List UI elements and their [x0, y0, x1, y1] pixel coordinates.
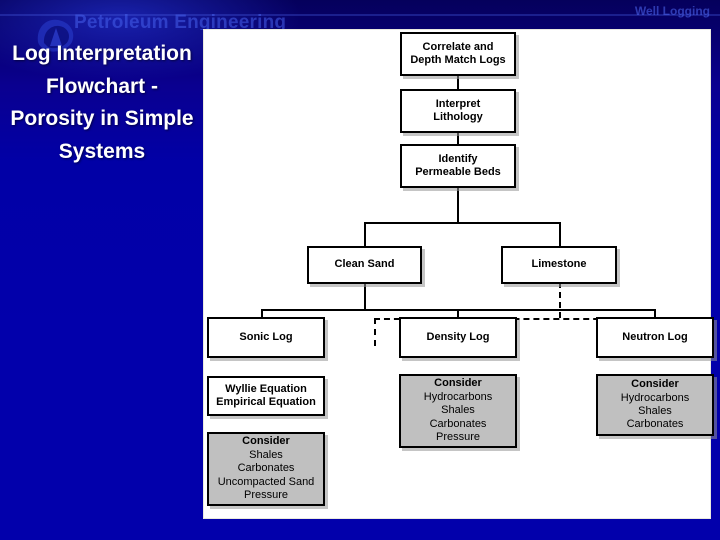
node-line: Sonic Log — [239, 330, 293, 343]
node-line: Clean Sand — [334, 258, 395, 271]
node-line: Shales — [441, 404, 475, 417]
node-header: Consider — [434, 377, 482, 390]
edge-permeable-down — [457, 187, 459, 223]
flowchart: Correlate and Depth Match Logs Interpret… — [204, 30, 714, 518]
node-line: Identify — [438, 152, 478, 165]
node-line: Carbonates — [626, 418, 684, 431]
node-line: Uncompacted Sand — [217, 475, 315, 488]
node-line: Limestone — [531, 258, 587, 271]
edge-bus-top — [364, 222, 561, 224]
masthead-brand: Petroleum Engineering — [74, 12, 287, 30]
node-line: Permeable Beds — [415, 166, 501, 178]
node-line: Hydrocarbons — [423, 390, 493, 403]
node-clean-sand[interactable]: Clean Sand — [307, 246, 422, 284]
node-line: Shales — [249, 448, 283, 461]
node-sonic-log[interactable]: Sonic Log — [207, 317, 325, 358]
node-line: Interpret — [435, 97, 481, 110]
edge-bus-cleansand — [364, 222, 366, 248]
node-header: Consider — [242, 435, 290, 448]
node-density-log[interactable]: Density Log — [399, 317, 517, 358]
node-wyllie-equation[interactable]: Wyllie Equation Empirical Equation — [207, 376, 325, 416]
edge-bus-limestone — [559, 222, 561, 248]
node-line: Density Log — [426, 330, 490, 343]
node-line: Lithology — [433, 111, 483, 123]
node-identify-permeable-beds[interactable]: Identify Permeable Beds — [400, 144, 516, 188]
node-correlate-depth-match-logs[interactable]: Correlate and Depth Match Logs — [400, 32, 516, 76]
node-line: Carbonates — [429, 417, 487, 430]
edge-limestone-dashed-down — [559, 282, 561, 318]
node-line: Hydrocarbons — [620, 391, 690, 404]
masthead-right-label: Well Logging — [634, 4, 710, 18]
petroleum-logo-icon — [37, 19, 74, 52]
node-line: Pressure — [243, 489, 289, 502]
node-consider-neutron[interactable]: Consider Hydrocarbons Shales Carbonates — [596, 374, 714, 436]
node-neutron-log[interactable]: Neutron Log — [596, 317, 714, 358]
node-header: Consider — [631, 378, 679, 391]
edge-cleansand-down — [364, 282, 366, 310]
node-line: Empirical Equation — [216, 396, 316, 408]
node-line: Correlate and — [422, 40, 494, 53]
node-consider-sonic[interactable]: Consider Shales Carbonates Uncompacted S… — [207, 432, 325, 506]
node-limestone[interactable]: Limestone — [501, 246, 617, 284]
node-line: Wyllie Equation — [225, 382, 307, 395]
node-line: Neutron Log — [622, 330, 688, 343]
masthead: Petroleum Engineering Well Logging — [0, 0, 720, 30]
node-line: Carbonates — [237, 462, 295, 475]
node-line: Shales — [638, 405, 672, 417]
edge-dashed-density — [374, 318, 376, 346]
node-line: Pressure — [435, 431, 481, 444]
flowchart-panel: Correlate and Depth Match Logs Interpret… — [203, 29, 714, 519]
page-title: Log Interpretation Flowchart - Porosity … — [10, 42, 194, 163]
node-consider-density[interactable]: Consider Hydrocarbons Shales Carbonates … — [399, 374, 517, 448]
node-interpret-lithology[interactable]: Interpret Lithology — [400, 89, 516, 133]
masthead-divider — [0, 14, 720, 16]
node-line: Depth Match Logs — [410, 54, 506, 66]
